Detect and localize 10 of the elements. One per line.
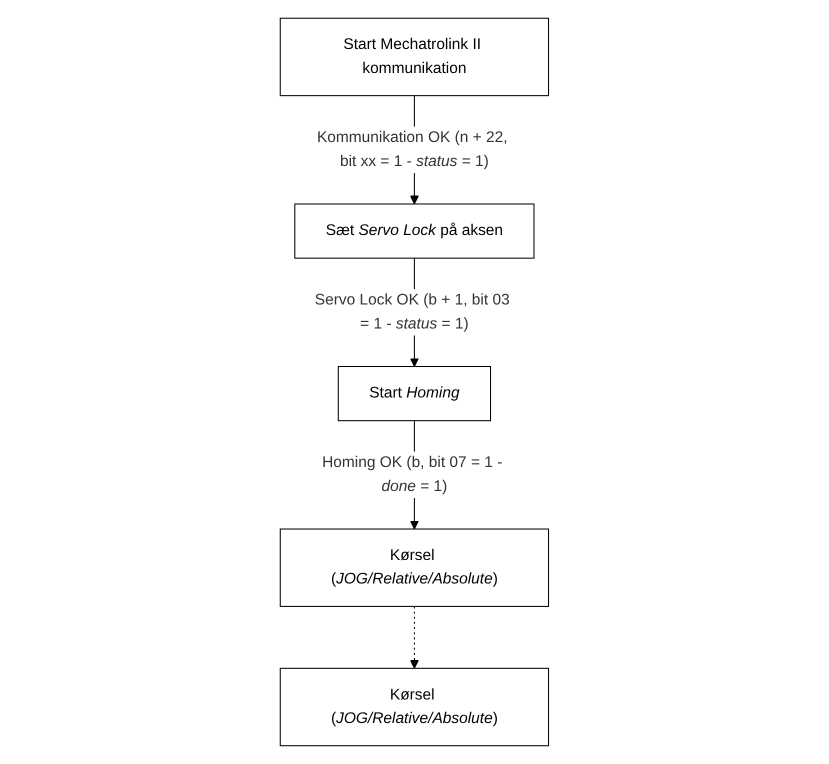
flowchart: Kommunikation OK (n + 22, bit xx = 1 - status = 1) Servo Lock OK (b + 1, bit 03 = 1 - status = 1) Homing OK (b, bit 07 = 1 - done = 1) Start Mechatrolink II kommunikation Sæt Servo Lock på aksen Start Homing Kørsel (JOG/Relative/Absolute) Kørsel (JOG/Relative/Absolute) — [272, 10, 557, 754]
node-box — [280, 18, 550, 96]
edge-label: Servo Lock OK (b + 1, bit 03 = 1 - status = 1) — [314, 291, 510, 332]
node-box — [294, 204, 535, 259]
node-box — [280, 528, 550, 607]
arrow — [410, 606, 420, 669]
edge-label: Homing OK (b, bit 07 = 1 - done = 1) — [322, 454, 502, 494]
node-box — [280, 668, 550, 746]
edge-label: Kommunikation OK (n + 22, bit xx = 1 - status = 1) — [317, 128, 508, 170]
node-box — [338, 366, 492, 422]
